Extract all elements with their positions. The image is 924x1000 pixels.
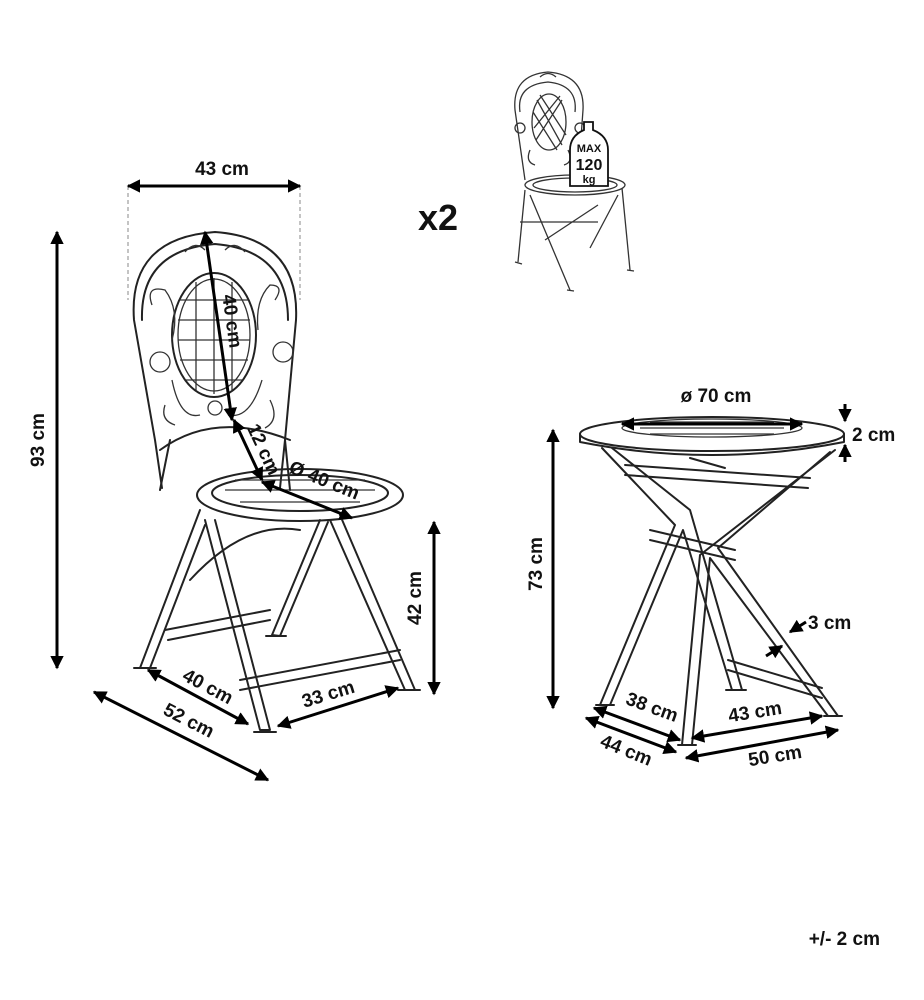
chair-width-label: 43 cm [195,159,249,180]
leg-width-arrow-top [788,619,807,634]
quantity-multiplier: x2 [418,197,458,238]
table-thickness-label: 2 cm [852,425,895,446]
max-load-unit: kg [583,174,596,186]
table-height-label: 73 cm [526,537,547,591]
max-load-label: MAX [577,143,602,155]
backrest-arrow [200,230,237,422]
table-base-outer-left-label: 44 cm [597,731,655,771]
max-load-value: 120 [576,157,603,174]
seat-diameter-arrow [260,480,354,520]
base-width-arrow [276,685,400,729]
max-load-badge: MAX 120 kg [569,121,609,187]
base-depth-outer-label: 52 cm [160,700,218,743]
chair-height-label: 93 cm [28,413,49,467]
table-base-outer-right-arrow [684,725,840,763]
leg-width-arrow-bottom [765,644,784,659]
chair-drawing [132,231,421,733]
table-drawing [579,416,845,746]
leg-width-label: 3 cm [808,613,851,634]
table-base-outer-left-arrow [584,715,678,755]
chair-dimensions: 43 cm 93 cm 40 cm 12 cm Ø 40 cm 42 cm 40… [28,159,441,782]
base-width-label: 33 cm [300,677,358,713]
tolerance-note: +/- 2 cm [809,929,880,950]
base-depth-outer-arrow [92,690,270,782]
table-diameter-label: ø 70 cm [681,386,752,407]
seat-height-label: 42 cm [405,571,426,625]
back-gap-arrow [232,418,264,482]
small-chair-icon: MAX 120 kg [514,71,635,292]
